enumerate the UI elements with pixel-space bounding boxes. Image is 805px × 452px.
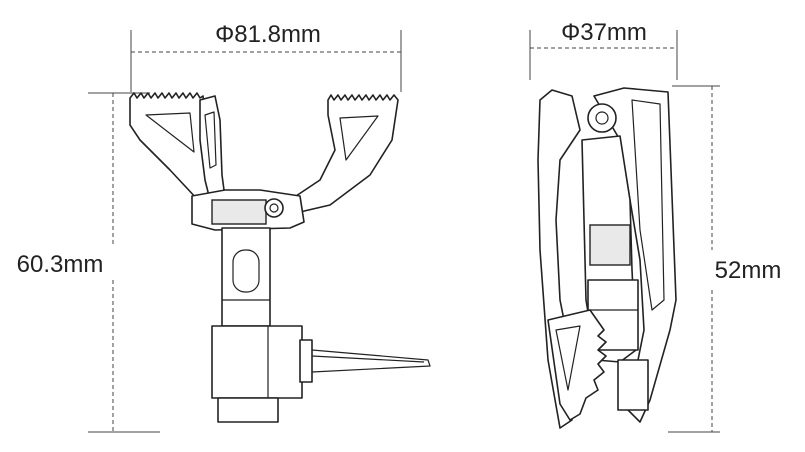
- right-pot-arm: [295, 94, 399, 213]
- height-dimension-right: 52mm: [668, 85, 782, 433]
- left-view: Φ81.8mm 60.3mm: [17, 21, 431, 433]
- folded-base: [617, 359, 649, 411]
- folded-hinge: [587, 103, 617, 133]
- folded-serrated-arm: [547, 309, 607, 421]
- height-label-left: 60.3mm: [17, 251, 104, 278]
- folded-arm-outer: [537, 89, 581, 429]
- stem: [221, 227, 271, 327]
- width-dimension-left: Φ81.8mm: [130, 21, 402, 92]
- valve-body: [211, 325, 303, 399]
- hinge-pin: [264, 198, 284, 218]
- height-dimension-left: 60.3mm: [17, 92, 160, 433]
- width-label-right: Φ37mm: [561, 19, 647, 46]
- height-label-right: 52mm: [715, 257, 782, 284]
- width-label-left: Φ81.8mm: [215, 21, 321, 48]
- threaded-base: [217, 397, 279, 423]
- open-stove-drawing: [129, 92, 431, 423]
- right-view: Φ37mm 52mm: [529, 19, 782, 433]
- control-wire: [311, 349, 431, 373]
- width-dimension-right: Φ37mm: [529, 19, 678, 80]
- folded-arm-rear: [593, 87, 677, 423]
- folded-stove-drawing: [537, 87, 677, 429]
